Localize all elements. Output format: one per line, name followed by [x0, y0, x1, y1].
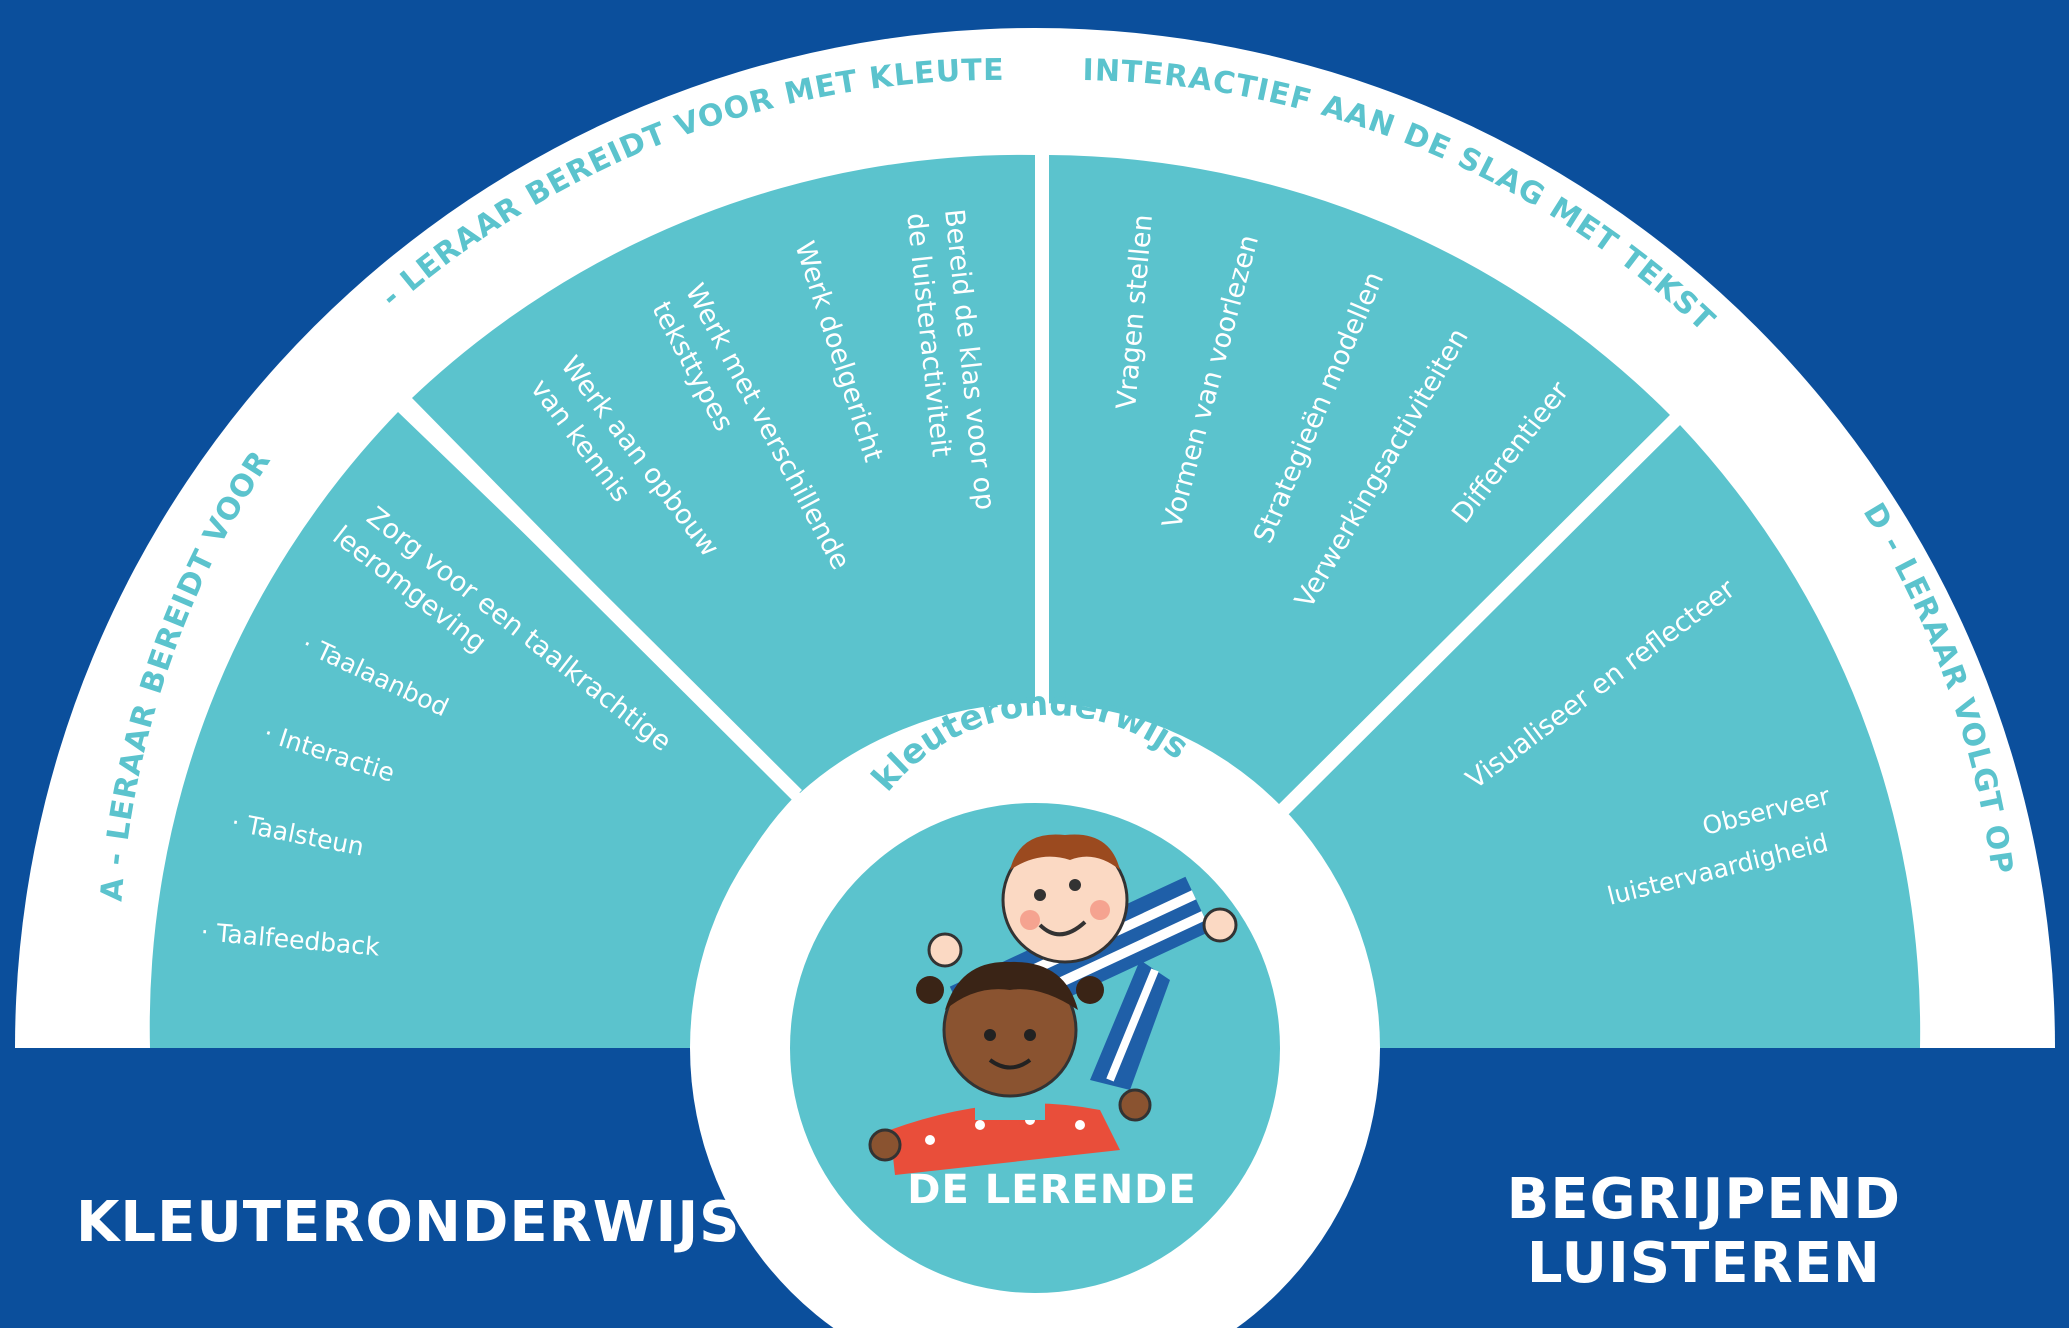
segment-d	[1286, 425, 1921, 1048]
corner-left-title: KLEUTERONDERWIJS	[76, 1190, 741, 1255]
corner-right-title: BEGRIJPEND LUISTEREN	[1507, 1168, 1901, 1296]
segment-c	[1049, 155, 1670, 806]
corner-right-line2: LUISTEREN	[1526, 1231, 1881, 1296]
segment-a	[149, 412, 796, 1048]
separator-ab	[400, 400, 802, 800]
two-children-icon	[868, 834, 1238, 1175]
separator-cd	[1278, 415, 1680, 815]
segment-b	[412, 154, 1035, 794]
corner-right-line1: BEGRIJPEND	[1506, 1167, 1901, 1232]
center-title: DE LERENDE	[907, 1167, 1196, 1213]
